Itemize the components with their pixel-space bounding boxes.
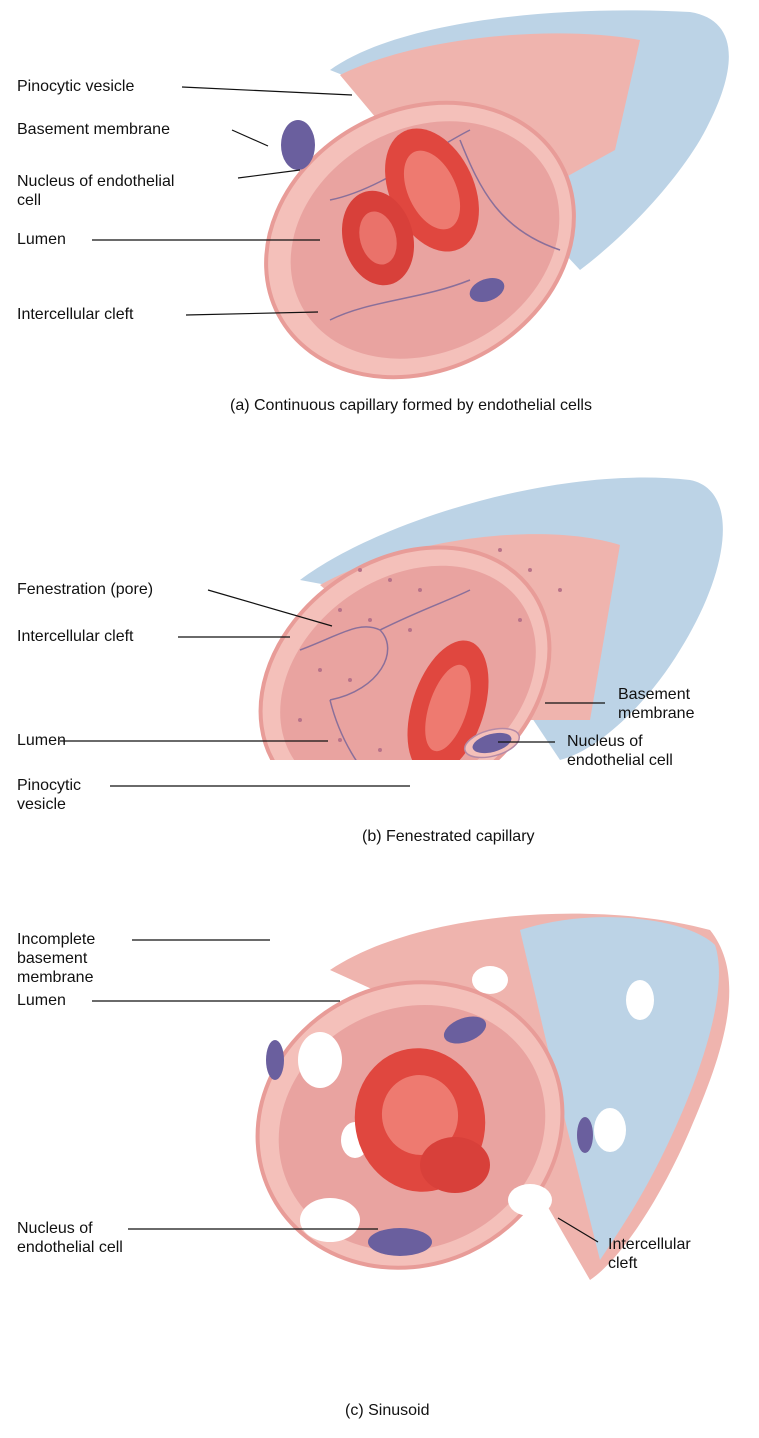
label-incomplete-line3: membrane — [17, 968, 93, 987]
label-intercellular-cleft: Intercellular cleft — [17, 305, 134, 324]
leader-nucleus — [238, 170, 300, 178]
label-nucleus-line2: cell — [17, 191, 41, 210]
caption-b: (b) Fenestrated capillary — [362, 827, 535, 846]
label-nucleus-line2: endothelial cell — [567, 751, 673, 770]
label-pinocytic-line1: Pinocytic — [17, 776, 81, 795]
label-cleft-line2: cleft — [608, 1254, 637, 1273]
panel-continuous-capillary: Pinocytic vesicle Basement membrane Nucl… — [0, 0, 759, 420]
leader-fenestration — [208, 590, 332, 626]
label-nucleus-line1: Nucleus of — [567, 732, 643, 751]
label-nucleus-line1: Nucleus of — [17, 1219, 93, 1238]
panel-sinusoid: Incomplete basement membrane Lumen Nucle… — [0, 900, 759, 1438]
panel-c-leader-lines — [0, 900, 759, 1400]
leader-pinocytic-vesicle — [182, 87, 352, 95]
label-pinocytic-vesicle: Pinocytic vesicle — [17, 77, 134, 96]
label-intercellular-cleft: Intercellular cleft — [17, 627, 134, 646]
label-nucleus-line1: Nucleus of endothelial — [17, 172, 174, 191]
label-incomplete-line1: Incomplete — [17, 930, 95, 949]
leader-intercellular-cleft — [558, 1218, 598, 1242]
label-basement-line2: membrane — [618, 704, 694, 723]
label-pinocytic-line2: vesicle — [17, 795, 66, 814]
label-basement-line1: Basement — [618, 685, 690, 704]
label-lumen: Lumen — [17, 731, 66, 750]
panel-fenestrated-capillary: Fenestration (pore) Intercellular cleft … — [0, 460, 759, 860]
leader-intercellular-cleft — [186, 312, 318, 315]
label-fenestration: Fenestration (pore) — [17, 580, 153, 599]
label-lumen: Lumen — [17, 991, 66, 1010]
caption-c: (c) Sinusoid — [345, 1401, 429, 1420]
label-lumen: Lumen — [17, 230, 66, 249]
caption-a: (a) Continuous capillary formed by endot… — [230, 396, 592, 415]
label-nucleus-line2: endothelial cell — [17, 1238, 123, 1257]
label-incomplete-line2: basement — [17, 949, 87, 968]
label-basement-membrane: Basement membrane — [17, 120, 170, 139]
label-cleft-line1: Intercellular — [608, 1235, 691, 1254]
leader-basement-membrane — [232, 130, 268, 146]
